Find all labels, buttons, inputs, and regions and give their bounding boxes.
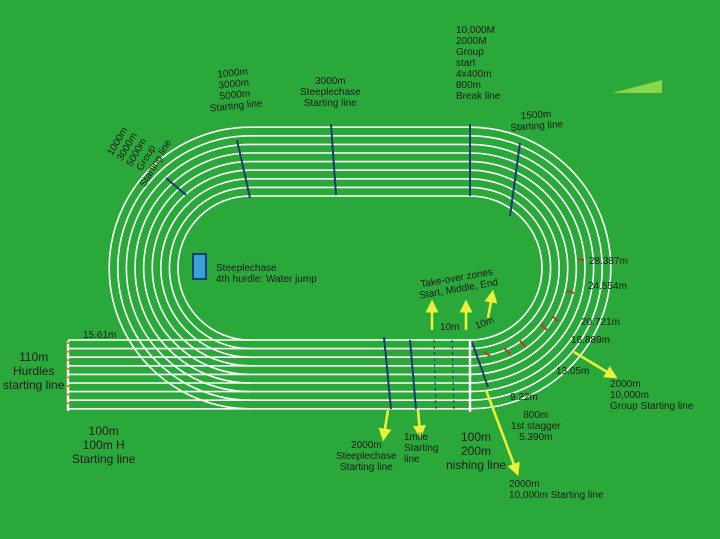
zone-10m-label-a: 10m: [440, 322, 460, 333]
arrow-group-right: [573, 350, 618, 379]
arrow-steeple-2000: [378, 409, 392, 442]
stagger-mark-2: [503, 347, 511, 355]
hurdle-start-marks: [66, 342, 70, 405]
stagger-mark-6: [566, 290, 575, 294]
lane-line: [142, 160, 578, 376]
start-2000-10000-bottom-label: 2000m 10,000m Starting line: [509, 479, 604, 501]
steeplechase-3000-start-line: [330, 123, 337, 196]
water-jump: [192, 253, 207, 280]
dist-13-05-label: 13.05m: [556, 366, 590, 377]
start-line-800: [471, 341, 489, 388]
arrow-mile: [412, 409, 426, 439]
group-start-right-label: 2000m 10,000m Group Starting line: [610, 379, 694, 412]
arrows: [378, 289, 618, 477]
dist-20-721-label: 20.721m: [581, 317, 620, 328]
start-line-mile: [409, 339, 417, 410]
dist-15-61-label: 15.61m: [83, 330, 117, 341]
start-line-1500: [509, 142, 521, 217]
stagger-mark-4: [540, 323, 548, 331]
mile-start-label: 1mile Starting line: [404, 432, 439, 465]
dist-9-22-label: 9.22m: [510, 392, 538, 403]
start-line-1000-3000-5000: [236, 139, 251, 199]
stagger-mark-7: [576, 258, 585, 261]
water-jump-label: Steeplechase 4th hurdle: Water jump: [216, 263, 317, 285]
stagger-marks: [483, 258, 585, 357]
start-1500-label: 1500m Starting line: [510, 108, 564, 134]
stagger-mark-1: [483, 351, 491, 357]
stagger-800-label: 800m 1st stagger 5.390m: [511, 410, 561, 443]
start-100-label: 100m 100m H Starting line: [72, 424, 136, 466]
hurdles-110-label: 110m Hurdles starting line: [3, 350, 65, 392]
finish-100-200-label: 100m 200m nishing line: [446, 430, 507, 472]
group-start-line-left: [165, 177, 187, 196]
dist-28-387-label: 28.387m: [589, 256, 628, 267]
straight-extension: [68, 339, 250, 410]
stagger-mark-3: [519, 340, 527, 348]
corner-shape: [612, 80, 662, 93]
lane-line: [117, 135, 603, 401]
arrow-takeover-3: [484, 289, 498, 319]
arrow-finish: [484, 389, 520, 477]
start-line-2000-steeple: [383, 336, 392, 410]
dist-24-554-label: 24.554m: [588, 281, 627, 292]
start-10000-2000-label: 10,000M 2000M Group start 4x400m 800m Br…: [456, 25, 501, 102]
steeple-2000-start-label: 2000m Steeplechase Starting line: [336, 440, 397, 473]
stagger-mark-5: [551, 315, 559, 322]
start-1000-3000-5000-label: 1000m 3000m 5000m Starting line: [209, 66, 263, 115]
steeple-3000-start-label: 3000m Steeplechase Starting line: [300, 76, 361, 109]
lane-line: [151, 169, 569, 367]
dist-16-889-label: 16.889m: [571, 335, 610, 346]
